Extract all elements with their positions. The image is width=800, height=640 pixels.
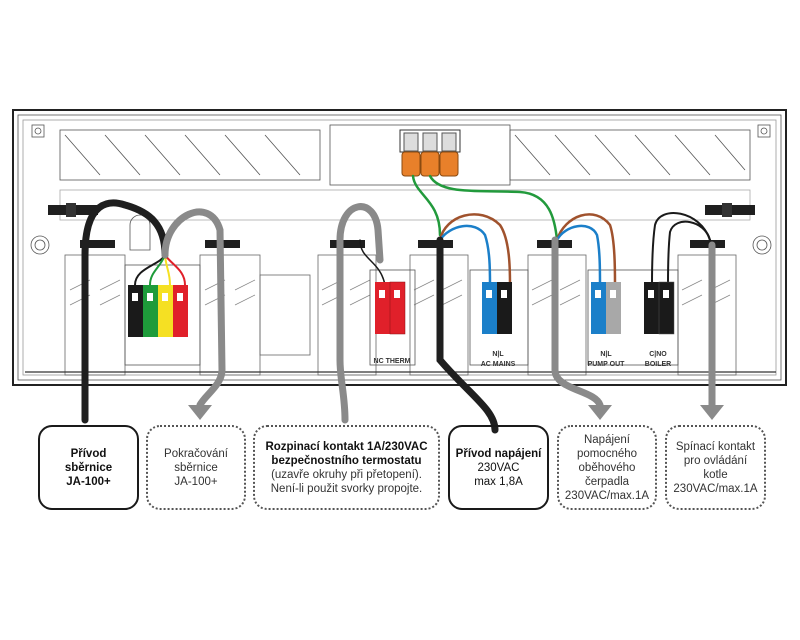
terminal-nc-therm [375,281,406,335]
callout-line: max 1,8A [474,475,523,488]
terminal-ac-mains [482,282,512,334]
callout-line: kotle [703,468,728,481]
callout-bus-continuation: Pokračování sběrnice JA-100+ [146,425,246,510]
callout-boiler-contact: Spínací kontakt pro ovládání kotle 230VA… [665,425,766,510]
callout-bus-input: Přívod sběrnice JA-100+ [38,425,139,510]
callout-line: JA-100+ [174,475,218,488]
callout-line: Spínací kontakt [675,440,756,453]
cable-mains [436,236,499,434]
callout-line: Není-li použit svorky propojte. [270,482,423,495]
wire-green-2 [428,174,559,242]
cable-therm [336,203,384,424]
cable-bus-out [161,208,226,409]
label-pump-out-pins: N|L [600,351,612,358]
arrow-boiler [700,405,724,420]
cable-bus-in [81,199,169,424]
callout-line: 230VAC/max.1A [564,489,650,502]
callout-line: čerpadla [584,475,630,488]
callout-line: oběhového [578,461,636,474]
wire-green-1 [411,174,442,237]
terminal-boiler [644,281,675,335]
callout-line: Rozpinací kontakt 1A/230VAC [265,440,428,453]
terminal-pump-out [591,282,621,334]
callout-line: sběrnice [64,461,113,474]
arrow-pump [588,405,612,420]
label-ac-mains-pins: N|L [492,351,504,358]
cable-pump [551,236,604,409]
callout-line: Přívod [70,447,107,460]
label-ac-mains: AC MAINS [481,361,516,368]
callout-line: pomocného [576,447,638,460]
callout-line: Napájení [583,433,631,446]
callout-line: Pokračování [164,447,228,460]
callout-line: sběrnice [174,461,218,474]
terminal-bus [128,285,188,337]
callout-pump-power: Napájení pomocného oběhového čerpadla 23… [557,425,657,510]
callout-line: Přívod napájení [455,447,542,460]
callout-line: 230VAC [477,461,520,474]
callout-safety-thermostat: Rozpinací kontakt 1A/230VAC bezpečnostní… [253,425,440,510]
wires [81,174,716,434]
callout-line: bezpečnostního termostatu [271,454,422,467]
callout-power-input: Přívod napájení 230VAC max 1,8A [448,425,549,510]
callout-line: pro ovládání [683,454,748,467]
callout-line: 230VAC/max.1A [673,482,758,495]
callout-line: JA-100+ [66,475,111,488]
arrow-bus-out [188,405,212,420]
wago-connector [399,129,461,177]
label-nc-therm: NC THERM [374,358,411,365]
label-pump-out: PUMP OUT [588,361,626,368]
arrowheads [188,405,724,420]
label-boiler: BOILER [645,361,671,368]
label-boiler-pins: C|NO [649,351,667,358]
callout-line: (uzavře okruhy při přetopení). [271,468,422,481]
